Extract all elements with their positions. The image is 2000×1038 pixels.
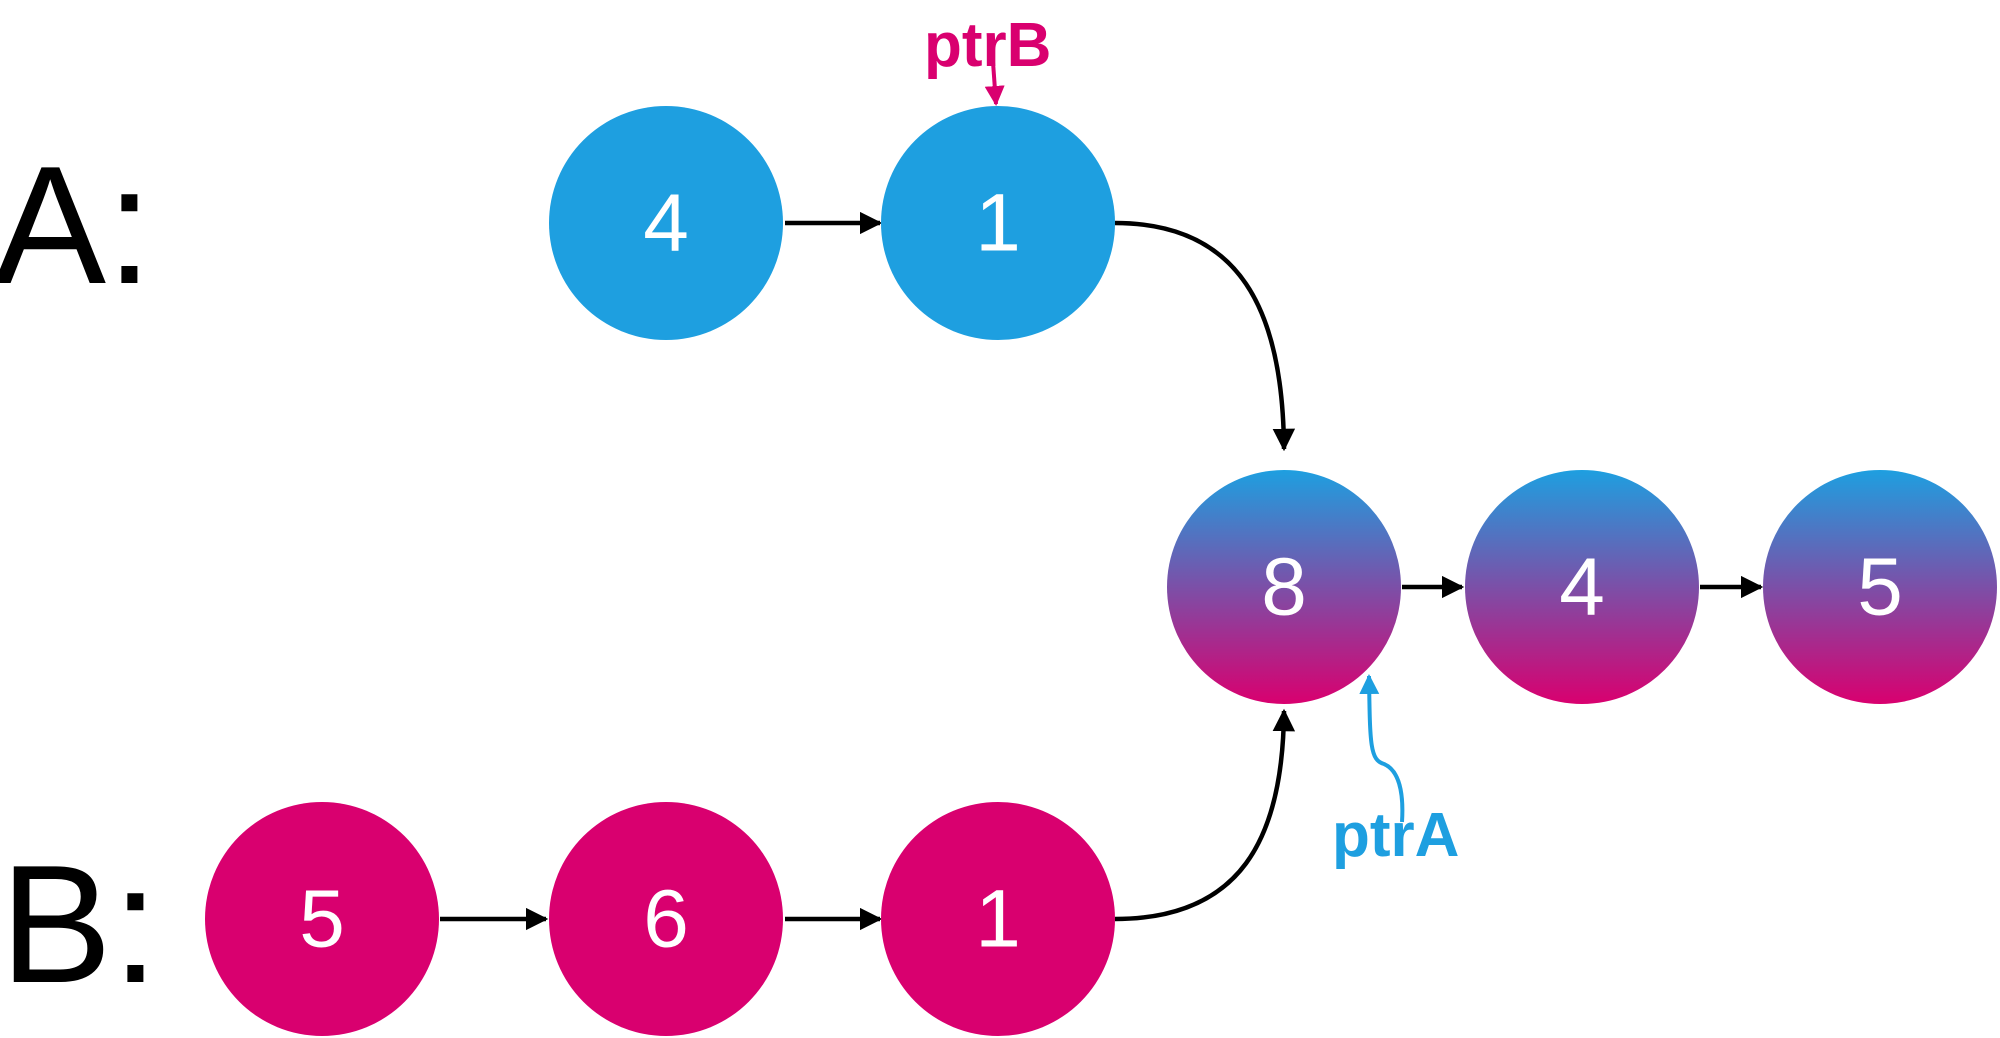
node-circle [1465,470,1699,704]
node-value: 5 [299,874,345,965]
node-circle [549,106,783,340]
node-value: 8 [1261,542,1307,633]
node-value: 4 [643,178,689,269]
edge-b3-c1 [1114,708,1296,922]
node-circle [549,802,783,1036]
edge-a2-c1 [1114,220,1296,452]
list-a-node-1: 4 [549,106,783,340]
shared-node-1: 8 [1167,470,1401,704]
pointer-a-arrow [1359,674,1405,823]
shared-node-2: 4 [1465,470,1699,704]
pointer-a-label: ptrA [1332,801,1459,870]
node-value: 4 [1559,542,1605,633]
node-value: 5 [1857,542,1903,633]
node-circle [1167,470,1401,704]
shared-node-3: 5 [1763,470,1997,704]
node-value: 1 [975,874,1021,965]
node-circle [881,802,1115,1036]
pointer-a: ptrA [1332,674,1459,870]
pointer-b-arrow [984,47,1005,106]
node-value: 6 [643,874,689,965]
node-circle [881,106,1115,340]
list-b-node-2: 6 [549,802,783,1036]
list-a-node-2: 1 [881,106,1115,340]
node-circle [205,802,439,1036]
node-circle [1763,470,1997,704]
edges [440,211,1764,931]
node-value: 1 [975,178,1021,269]
pointer-b: ptrB [924,11,1051,106]
list-a-label: A: [0,131,153,319]
list-b-node-1: 5 [205,802,439,1036]
list-b-node-3: 1 [881,802,1115,1036]
pointer-b-label: ptrB [924,11,1051,80]
list-b-label: B: [0,830,159,1018]
